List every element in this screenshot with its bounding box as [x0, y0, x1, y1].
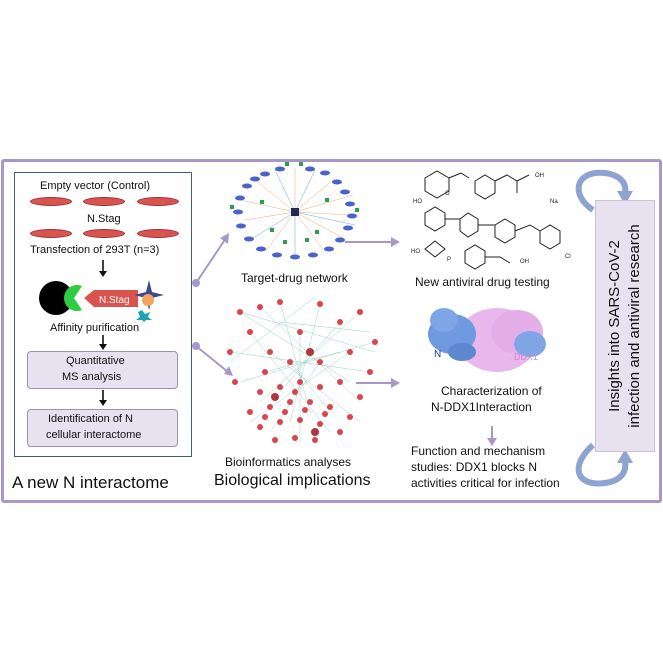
affinity-purification-graphic: N.Stag [39, 280, 164, 322]
culture-dish [30, 197, 72, 206]
culture-dish [83, 197, 125, 206]
function-line3: activities critical for infection [411, 476, 560, 490]
svg-text:O: O [445, 191, 450, 197]
nstag-tag-label: N.Stag [99, 295, 130, 306]
culture-dish [137, 229, 179, 238]
workflow-panel [14, 172, 192, 457]
bioinformatics-label: Bioinformatics analyses [225, 455, 352, 469]
svg-text:OH: OH [520, 259, 529, 265]
bioinformatics-network [227, 296, 378, 443]
bottom-left-title: A new N interactome [12, 473, 169, 492]
interactor-star-icon [136, 310, 152, 322]
drug-testing-label: New antiviral drug testing [415, 275, 550, 289]
target-drug-network-label: Target-drug network [241, 271, 348, 285]
down-arrow-icon [99, 335, 107, 350]
down-arrow-icon [99, 260, 107, 277]
insights-text: Insights into SARS-CoV-2 infection and a… [606, 224, 643, 427]
svg-text:HO: HO [413, 199, 422, 205]
insights-line1: Insights into SARS-CoV-2 [606, 240, 623, 412]
culture-dish [83, 229, 125, 238]
culture-dish [30, 229, 72, 238]
target-drug-network [230, 162, 359, 260]
svg-text:HO: HO [411, 249, 420, 255]
ident-line1: Identification of N [48, 413, 133, 425]
characterization-line1: Characterization of [441, 384, 542, 398]
function-line1: Function and mechanism [411, 444, 546, 458]
svg-text:OH: OH [535, 173, 544, 179]
svg-text:P: P [447, 257, 451, 263]
binding-protein-icon [64, 285, 82, 311]
characterization-line2: N-DDX1Interaction [431, 400, 532, 414]
nstag-label: N.Stag [87, 213, 121, 225]
ident-line2: cellular interactome [46, 429, 142, 441]
outer-frame [1, 159, 662, 503]
n-ddx1-structure: N DDX1 [428, 308, 546, 372]
function-line2: studies: DDX1 blocks N [411, 460, 538, 474]
quant-line1: Quantitative [66, 355, 125, 367]
down-arrow-icon [99, 390, 107, 406]
quant-line2: MS analysis [62, 371, 122, 383]
n-label: N [434, 349, 441, 360]
quant-ms-box [27, 351, 178, 389]
bead-icon [39, 281, 73, 315]
ddx1-label: DDX1 [514, 352, 538, 362]
insights-box [595, 200, 655, 452]
biological-implications-label: Biological implications [214, 472, 371, 489]
culture-dish [137, 197, 179, 206]
cycle-arrows-icon [575, 169, 633, 487]
interactor-icon [142, 294, 154, 306]
svg-text:Cl: Cl [565, 254, 571, 260]
affinity-label: Affinity purification [50, 322, 140, 334]
empty-vector-label: Empty vector (Control) [40, 180, 151, 192]
svg-text:Na: Na [550, 199, 558, 205]
insights-line2: infection and antiviral research [626, 224, 643, 427]
identification-box [27, 409, 178, 447]
transfection-label: Transfection of 293T (n=3) [30, 244, 160, 256]
